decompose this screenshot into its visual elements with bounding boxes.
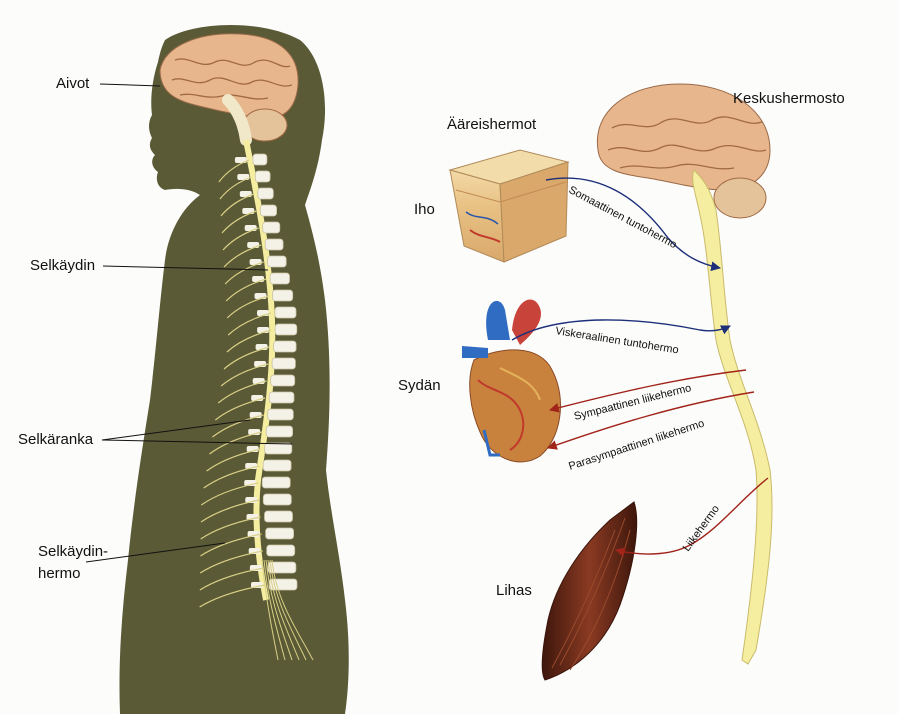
vertebra xyxy=(275,324,297,335)
vertebra xyxy=(266,528,294,539)
label-spinal-nerve-text-2: hermo xyxy=(38,565,81,582)
vertebra xyxy=(268,256,287,267)
vertebra xyxy=(274,341,297,352)
label-spinal-cord-text: Selkäydin xyxy=(30,257,95,274)
vertebra-process xyxy=(245,225,257,231)
skin-block xyxy=(450,150,568,262)
vertebra-process xyxy=(250,259,262,265)
vertebra xyxy=(275,307,296,318)
vertebra xyxy=(263,460,291,471)
label-spinal-nerve-text-1: Selkäydin- xyxy=(38,543,108,560)
vertebra xyxy=(262,477,290,488)
label-skin: Iho xyxy=(414,201,435,218)
vertebra xyxy=(263,494,291,505)
cns-spinal-cord xyxy=(693,170,772,664)
heart xyxy=(462,299,561,461)
vertebra xyxy=(255,171,270,182)
label-brain-text: Aivot xyxy=(56,75,90,92)
vertebra xyxy=(258,188,274,199)
label-brain: Aivot xyxy=(56,75,160,92)
label-sympathetic-nerve: Sympaattinen liikehermo xyxy=(573,382,693,423)
vertebra-process xyxy=(242,208,254,214)
vertebra xyxy=(269,392,294,403)
vertebra xyxy=(265,443,292,454)
label-motor-nerve: Liikehermo xyxy=(681,503,722,554)
label-spine-text: Selkäranka xyxy=(18,431,94,448)
vertebra xyxy=(271,375,295,386)
vertebra xyxy=(263,222,280,233)
label-pns: Ääreishermot xyxy=(447,116,537,133)
vertebra xyxy=(253,154,267,165)
vertebra xyxy=(272,358,295,369)
vertebra xyxy=(268,409,294,420)
vertebra xyxy=(267,545,295,556)
vertebra xyxy=(273,290,293,301)
vertebra xyxy=(266,426,292,437)
body-figure xyxy=(119,25,348,714)
label-parasympathetic-nerve: Parasympaattinen liikehermo xyxy=(567,418,706,473)
label-heart: Sydän xyxy=(398,377,441,394)
vertebra xyxy=(260,205,276,216)
vertebra-process xyxy=(247,242,259,248)
muscle xyxy=(542,502,636,680)
vertebra xyxy=(265,239,283,250)
vertebra xyxy=(270,273,289,284)
cns-cerebellum xyxy=(714,178,766,218)
label-muscle: Lihas xyxy=(496,582,532,599)
label-cns: Keskushermosto xyxy=(733,90,845,107)
vertebra xyxy=(265,511,293,522)
body-silhouette xyxy=(119,25,348,714)
label-visceral-nerve: Viskeraalinen tuntohermo xyxy=(555,325,680,356)
